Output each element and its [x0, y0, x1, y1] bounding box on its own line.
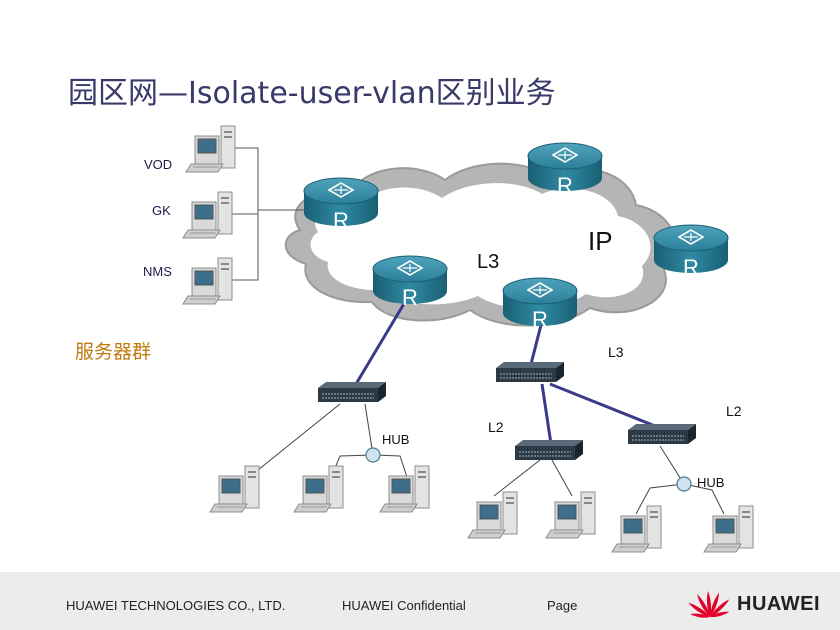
label-l2-right: L2 [726, 403, 742, 419]
label-server-group: 服务器群 [75, 341, 151, 363]
router-label: R [333, 208, 349, 233]
client-pc [467, 491, 518, 539]
label-vod: VOD [144, 157, 172, 172]
huawei-logo-text: HUAWEI [737, 593, 820, 615]
label-ip: IP [588, 226, 613, 256]
client-pc [379, 465, 430, 513]
label-hub-left: HUB [382, 432, 409, 447]
network-diagram: R R R R R VOD GK NMS IP L3 L3 L2 L2 HUB … [75, 125, 754, 553]
server-bracket [232, 147, 306, 281]
label-gk: GK [152, 203, 171, 218]
access-links [257, 403, 725, 515]
client-pc [703, 505, 754, 553]
server-pc-vod [185, 125, 236, 173]
huawei-logo-icon [688, 591, 730, 618]
hub-right-node [676, 476, 692, 492]
footer-company: HUAWEI TECHNOLOGIES CO., LTD. [66, 598, 286, 613]
router-label: R [557, 173, 573, 198]
footer-page: Page [547, 598, 578, 613]
switch-left [317, 381, 387, 403]
server-pc-nms [182, 257, 233, 305]
uplinks [354, 301, 661, 445]
label-l2-left: L2 [488, 419, 504, 435]
switch-middle [514, 439, 584, 461]
label-l3-cloud: L3 [477, 251, 499, 273]
label-nms: NMS [143, 264, 172, 279]
router-label: R [402, 285, 418, 310]
client-pc [209, 465, 260, 513]
label-l3-right: L3 [608, 344, 624, 360]
router-label: R [683, 255, 699, 280]
footer-confidential: HUAWEI Confidential [342, 598, 466, 613]
switch-core [495, 361, 565, 383]
client-pc [545, 491, 596, 539]
page-title: 园区网—Isolate-user-vlan区别业务 [68, 76, 556, 111]
server-pc-gk [182, 191, 233, 239]
label-hub-right: HUB [697, 475, 724, 490]
client-pc [293, 465, 344, 513]
switch-right [627, 423, 697, 445]
router-label: R [532, 307, 548, 332]
hub-left-node [365, 447, 381, 463]
